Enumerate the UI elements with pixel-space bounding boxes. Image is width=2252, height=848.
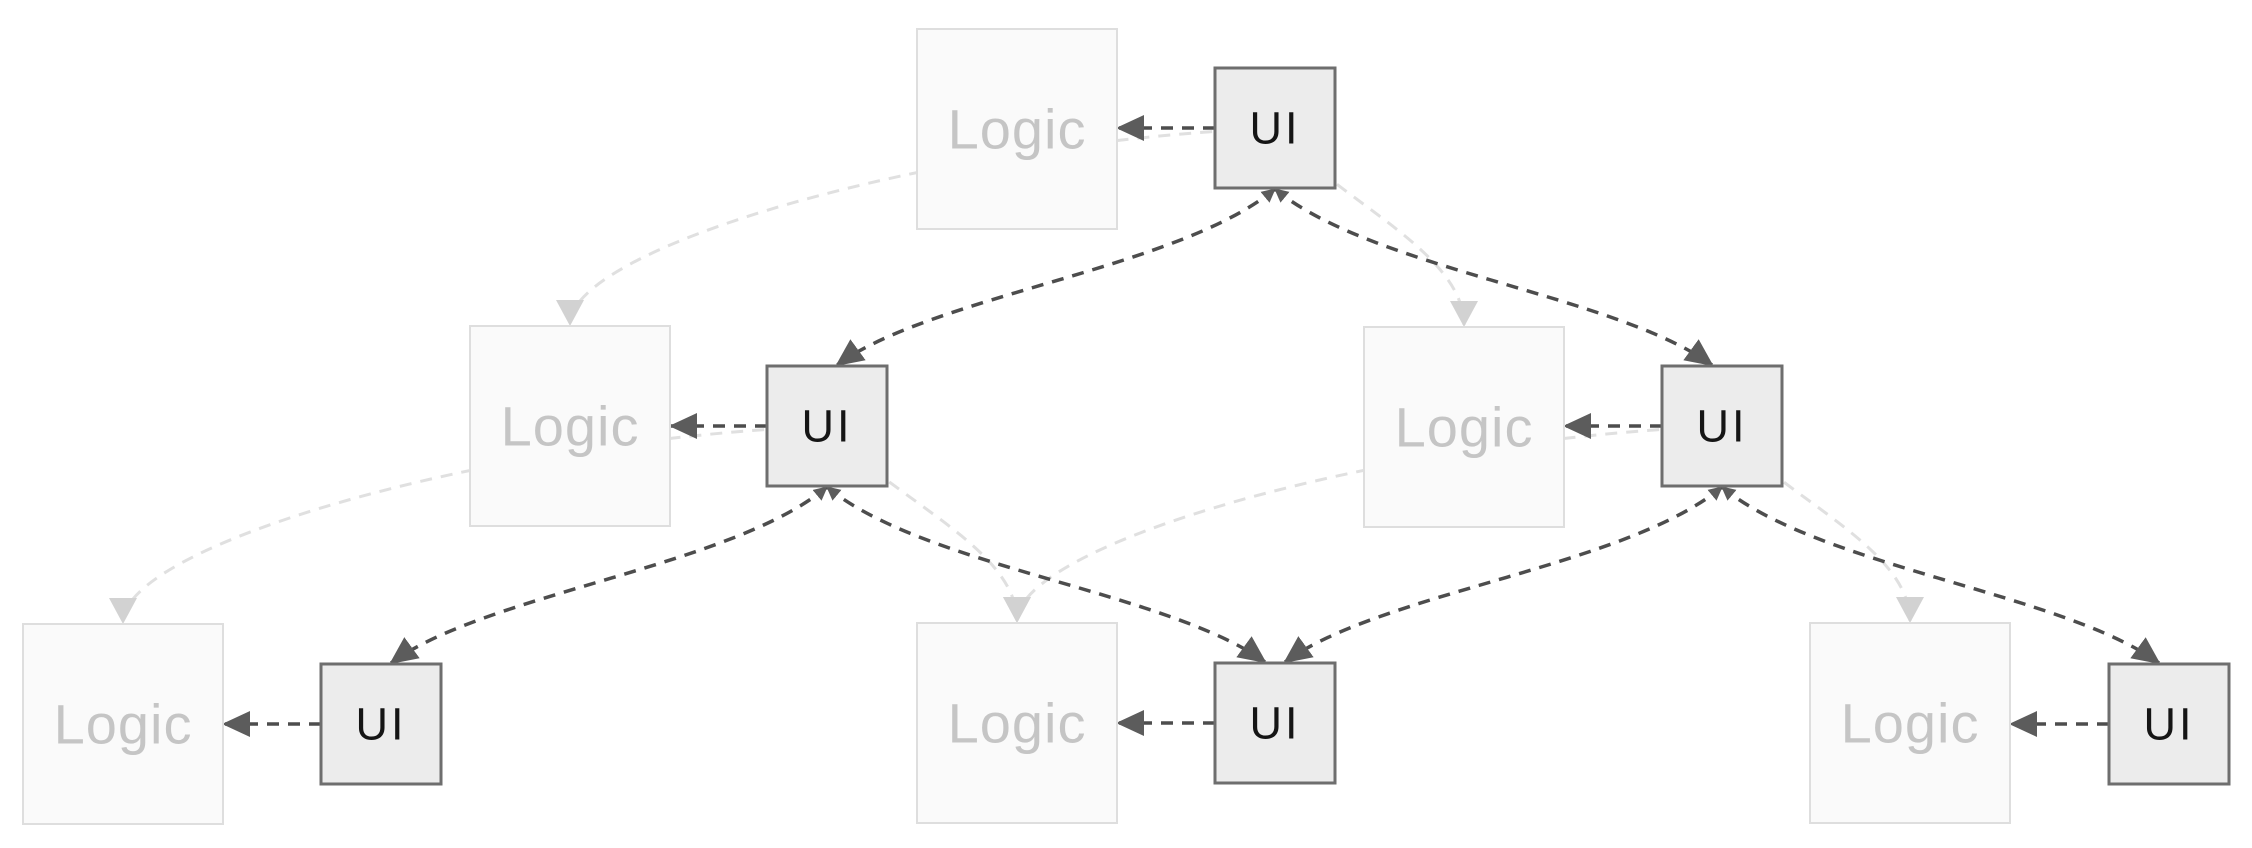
ui-mid-left-label: UI bbox=[802, 401, 853, 452]
ui-mid-left-node: UI bbox=[765, 364, 889, 488]
ui-bottom-left-label: UI bbox=[356, 699, 407, 750]
logic-top-label: Logic bbox=[948, 98, 1087, 161]
logic-bottom-left-label: Logic bbox=[54, 693, 193, 756]
edge-ui-mid-right-to-ui-bottom-mid bbox=[1283, 485, 1724, 664]
ui-mid-left-box bbox=[765, 364, 889, 488]
ui-bottom-right-label: UI bbox=[2144, 699, 2195, 750]
logic-bottom-left-node: Logic bbox=[22, 623, 224, 825]
ui-bottom-mid-node: UI bbox=[1213, 661, 1337, 785]
logic-bottom-mid-node: Logic bbox=[916, 622, 1118, 824]
logic-mid-left-box bbox=[469, 325, 671, 527]
logic-bottom-left-box bbox=[22, 623, 224, 825]
logic-mid-right-box bbox=[1363, 326, 1565, 528]
ui-top-node: UI bbox=[1213, 66, 1337, 190]
logic-bottom-mid-box bbox=[916, 622, 1118, 824]
logic-bottom-right-label: Logic bbox=[1841, 692, 1980, 755]
logic-top-box bbox=[916, 28, 1118, 230]
ui-bottom-right-box bbox=[2107, 662, 2231, 786]
ui-mid-right-box bbox=[1660, 364, 1784, 488]
ui-mid-right-node: UI bbox=[1660, 364, 1784, 488]
ui-bottom-mid-box bbox=[1213, 661, 1337, 785]
ui-top-box bbox=[1213, 66, 1337, 190]
edge-ui-mid-left-to-ui-bottom-left bbox=[389, 485, 829, 665]
ui-bottom-left-box bbox=[319, 662, 443, 786]
logic-mid-right-node: Logic bbox=[1363, 326, 1565, 528]
logic-mid-right-label: Logic bbox=[1395, 396, 1534, 459]
ui-bottom-right-node: UI bbox=[2107, 662, 2231, 786]
ui-bottom-left-node: UI bbox=[319, 662, 443, 786]
logic-bottom-mid-label: Logic bbox=[948, 692, 1087, 755]
dark-edges-layer bbox=[222, 115, 2161, 737]
logic-mid-left-label: Logic bbox=[501, 395, 640, 458]
ui-bottom-mid-label: UI bbox=[1250, 698, 1301, 749]
ui-top-label: UI bbox=[1250, 103, 1301, 154]
logic-bottom-right-box bbox=[1809, 622, 2011, 824]
logic-bottom-right-node: Logic bbox=[1809, 622, 2011, 824]
ui-mid-right-label: UI bbox=[1697, 401, 1748, 452]
edge-ui-mid-right-to-ui-bottom-right bbox=[1720, 485, 2161, 665]
edge-ui-top-to-ui-mid-left bbox=[835, 187, 1277, 367]
edge-ui-mid-left-to-ui-bottom-mid bbox=[825, 485, 1267, 664]
logic-top-node: Logic bbox=[916, 28, 1118, 230]
edge-ui-top-to-ui-mid-right bbox=[1273, 187, 1714, 367]
logic-mid-left-node: Logic bbox=[469, 325, 671, 527]
